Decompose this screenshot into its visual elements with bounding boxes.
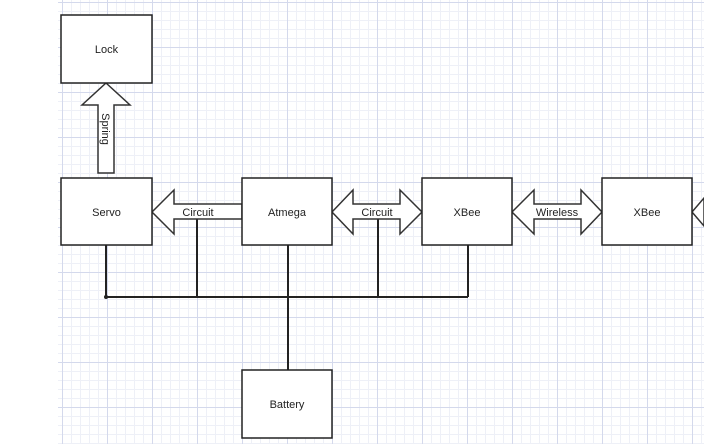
atmega-box[interactable]: Atmega [241, 177, 333, 246]
bus-junction [104, 295, 108, 299]
battery-label: Battery [270, 399, 305, 411]
battery-box[interactable]: Battery [241, 369, 333, 439]
xbee-local-label: XBee [454, 207, 481, 219]
grid-canvas [58, 0, 704, 444]
power-bus [105, 219, 469, 371]
xbee-local-box[interactable]: XBee [421, 177, 513, 246]
atmega-label: Atmega [268, 207, 307, 219]
spring-arrow: Spring [80, 81, 132, 174]
xbee-remote-label: XBee [634, 207, 661, 219]
spring-label: Spring [99, 113, 111, 145]
lock-label: Lock [95, 44, 119, 56]
xbee-circuit-label: Circuit [361, 207, 392, 219]
servo-box[interactable]: Servo [60, 177, 153, 246]
offscreen-arrow [691, 196, 704, 228]
servo-circuit-label: Circuit [182, 207, 213, 219]
wireless-label: Wireless [536, 207, 579, 219]
lock-box[interactable]: Lock [60, 14, 153, 84]
wireless-arrow: Wireless [510, 188, 604, 236]
xbee-remote-box[interactable]: XBee [601, 177, 693, 246]
servo-label: Servo [92, 207, 121, 219]
